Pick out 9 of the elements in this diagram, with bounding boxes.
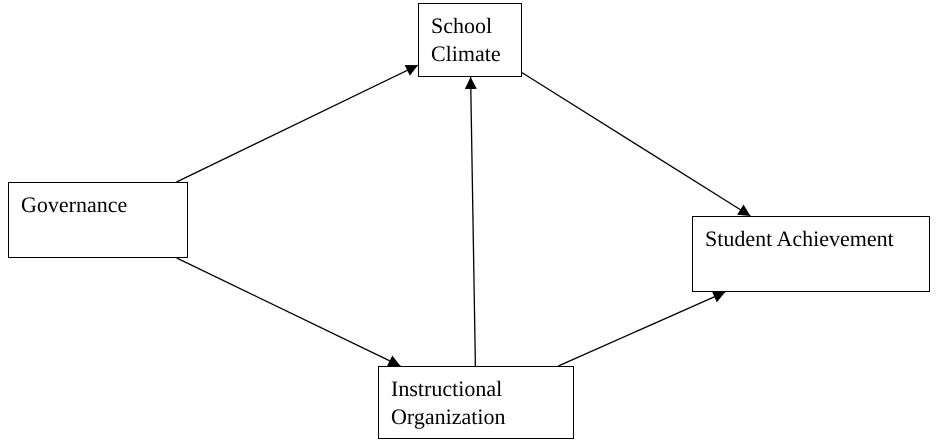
concept-box: School Climate xyxy=(418,3,522,77)
concept-box: Governance xyxy=(8,182,188,258)
arrow xyxy=(176,64,418,183)
concept-box: Instructional Organization xyxy=(378,366,574,439)
arrow xyxy=(176,257,401,367)
arrow xyxy=(522,72,751,217)
arrow xyxy=(558,291,726,367)
concept-box: Student Achievement xyxy=(692,216,930,292)
arrow xyxy=(464,76,477,366)
